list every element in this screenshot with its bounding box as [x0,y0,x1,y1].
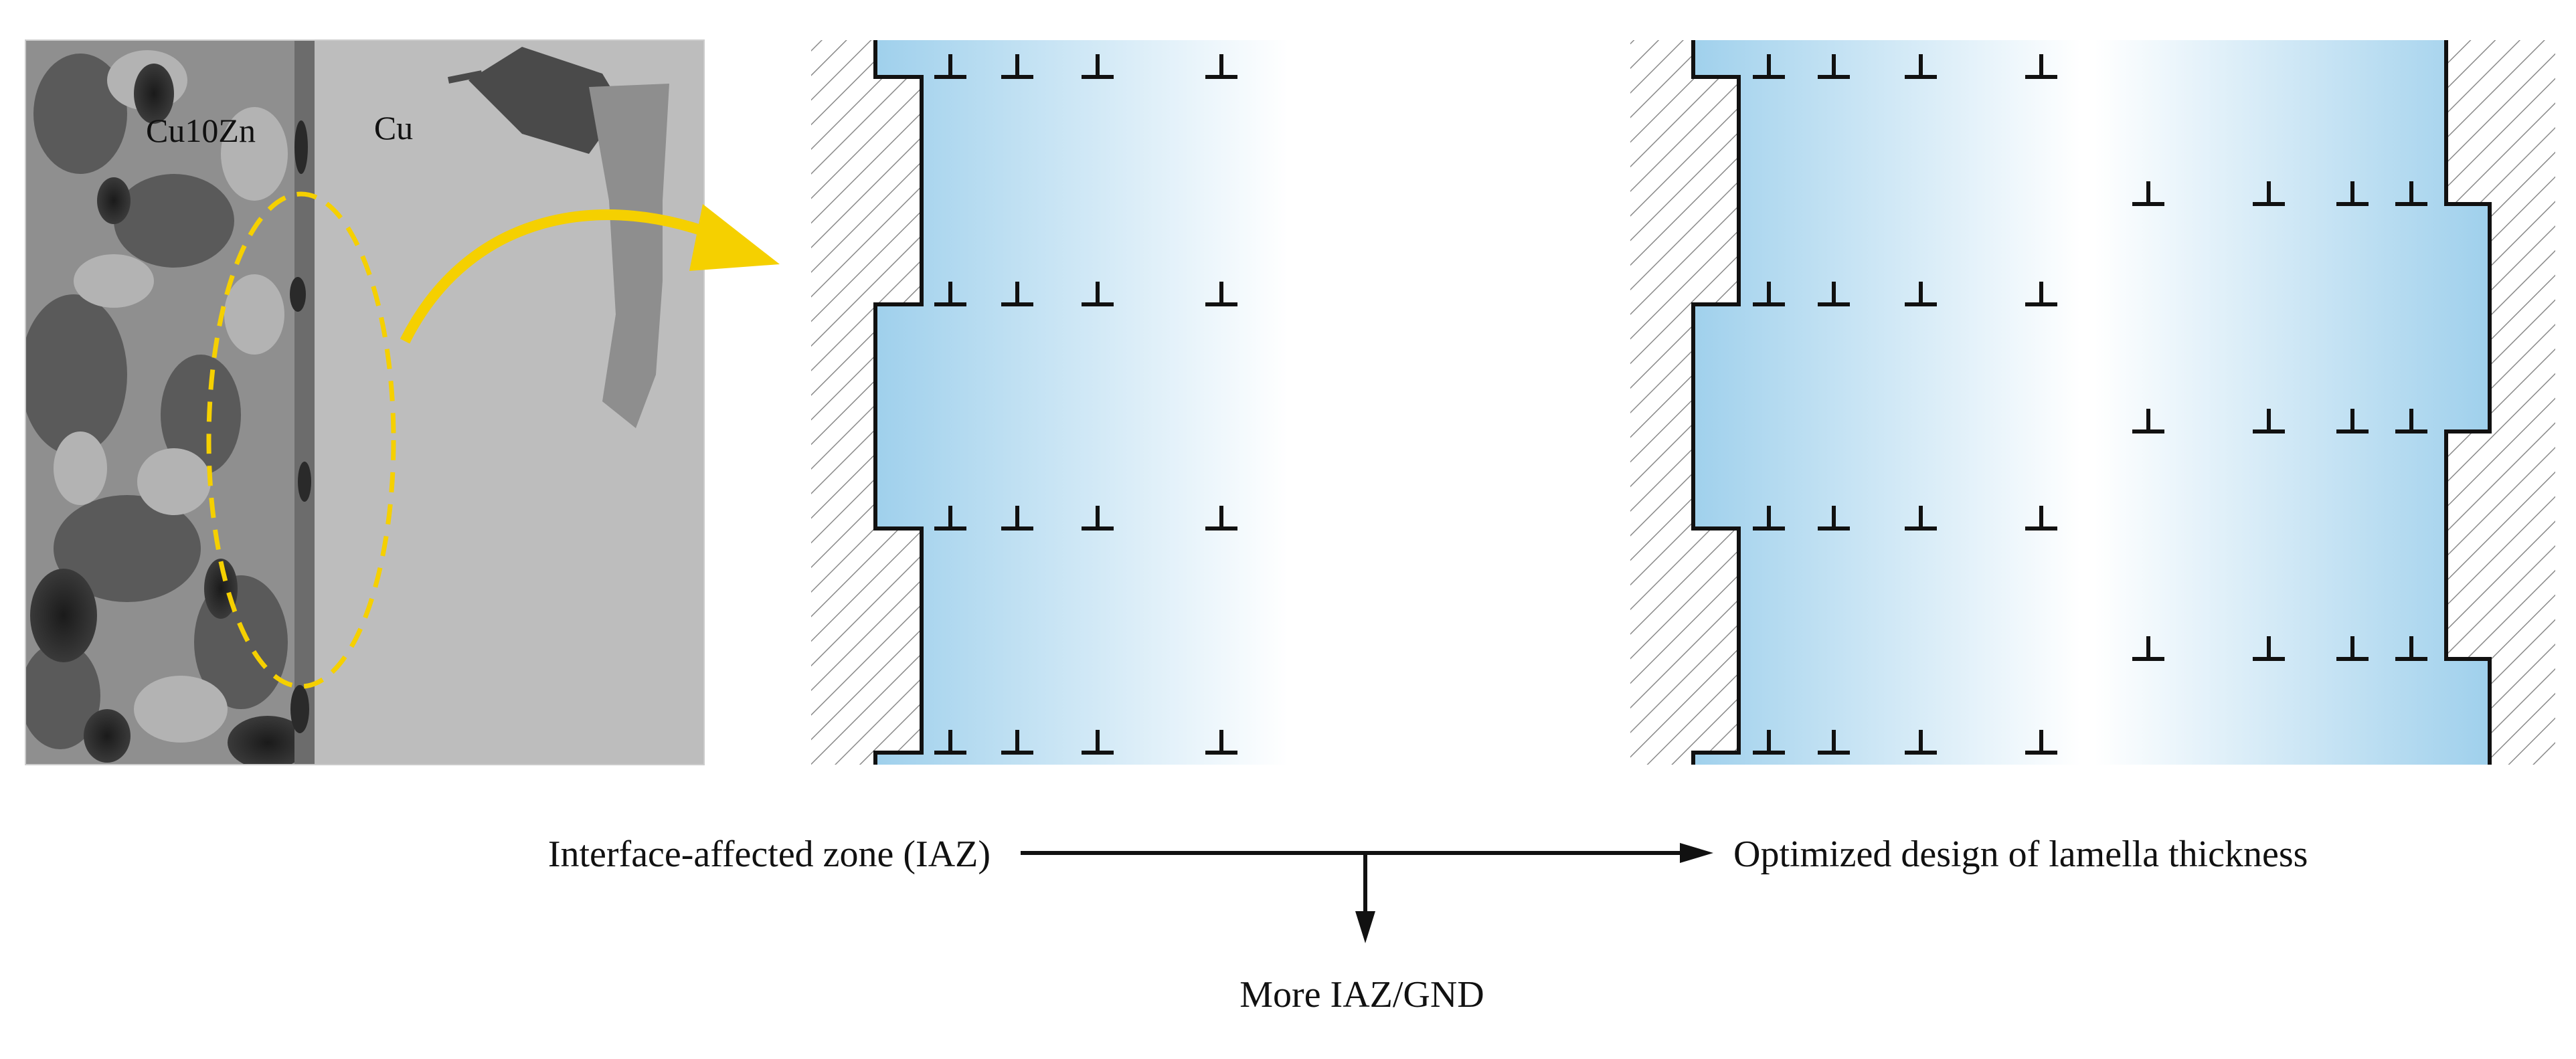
iaz-label: Interface-affected zone (IAZ) [548,834,991,875]
down-arrow-icon [1355,853,1375,943]
optimized-lamella-schematic [1630,40,2555,765]
phase-label-cu: Cu [374,109,413,147]
iaz-highlight-ellipse [206,191,396,689]
more-iaz-gnd-label: More IAZ/GND [1239,974,1484,1016]
curved-arrow-icon [400,204,780,344]
iaz-schematic [811,40,1288,765]
micrograph-panel [25,40,704,765]
micrograph-frame [25,39,705,765]
optimized-design-label: Optimized design of lamella thickness [1733,834,2308,875]
horizontal-arrow-icon [1021,843,1713,863]
phase-label-cu10zn: Cu10Zn [146,112,256,149]
